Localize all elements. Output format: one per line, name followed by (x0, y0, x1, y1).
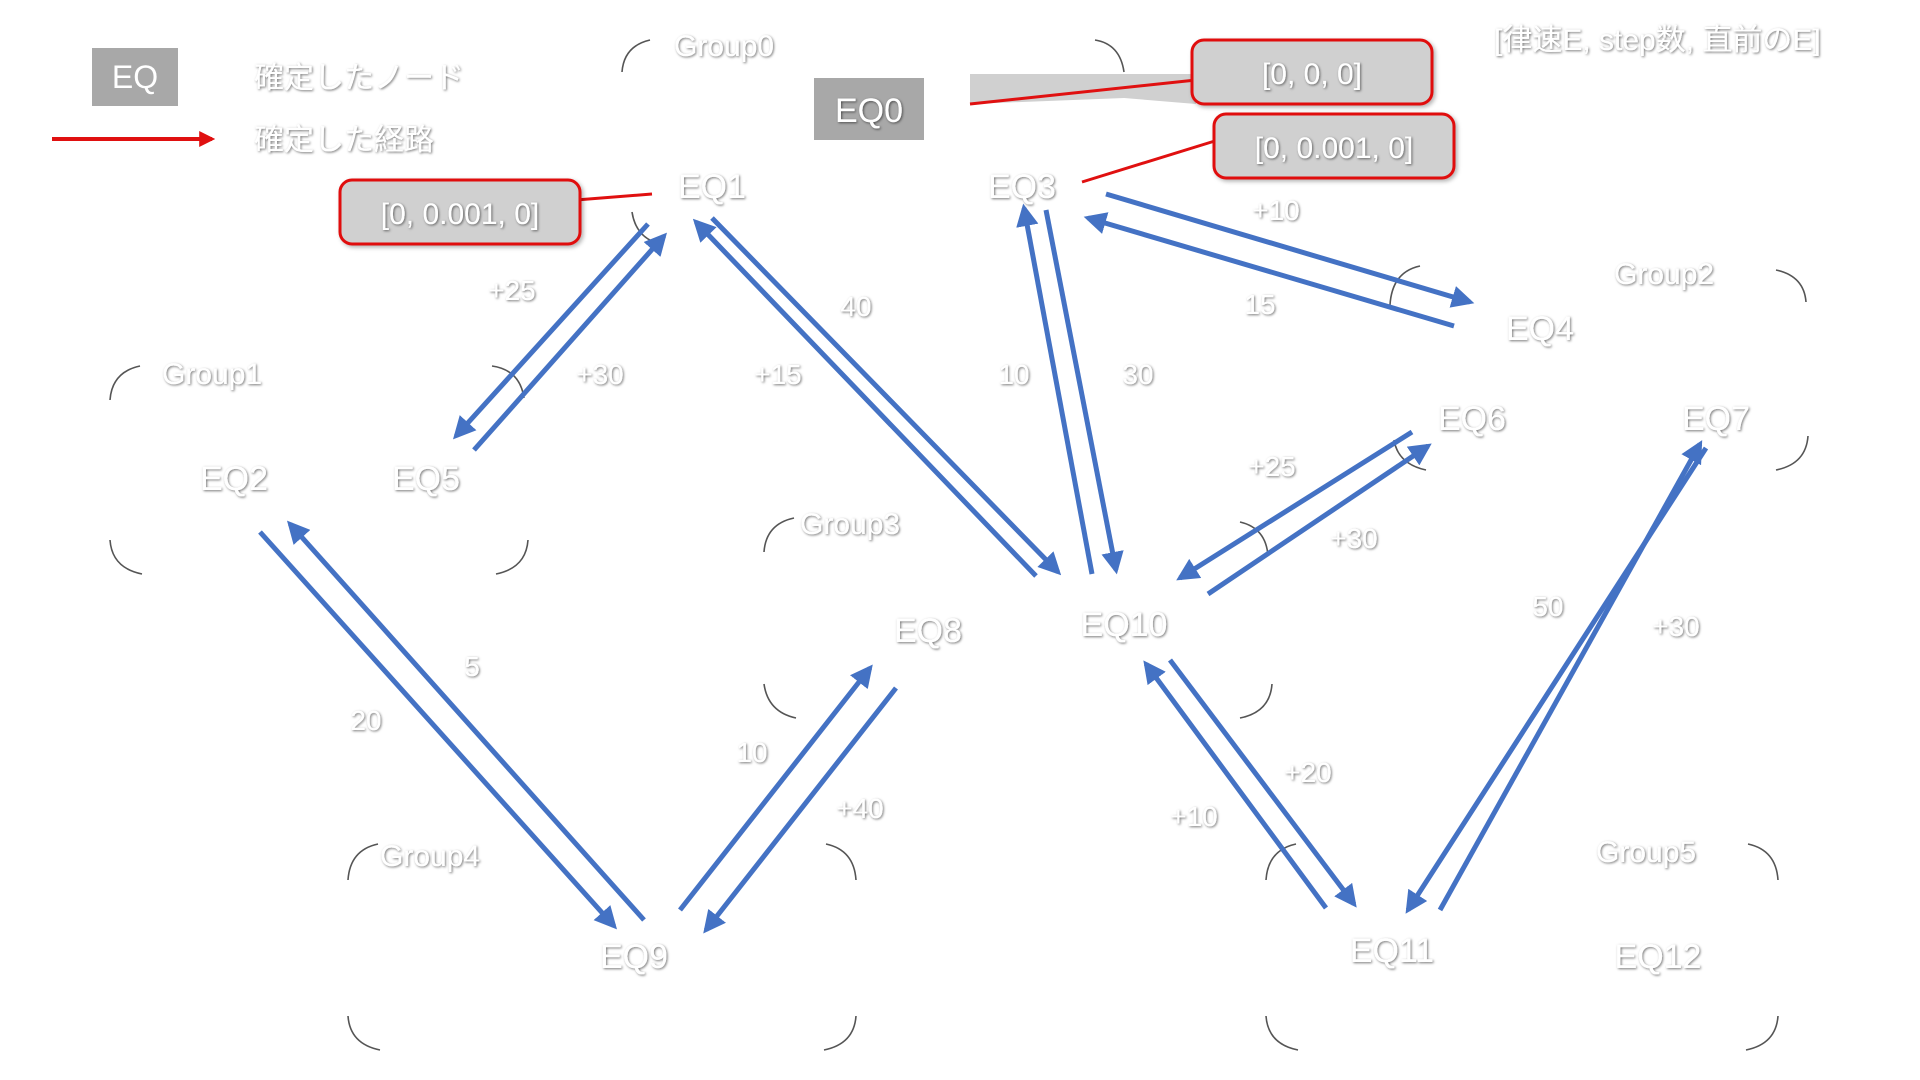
legend-node-text: 確定したノード (254, 62, 464, 95)
reaction-arrows (258, 191, 1709, 934)
group4-bracket-tr (825, 843, 857, 881)
callout-eq1: [0, 0.001, 0] (338, 178, 653, 246)
arrow-eq1-to-eq10 (710, 216, 1062, 576)
callout-eq3-leader (1081, 138, 1219, 184)
legend-node-swatch (92, 48, 178, 106)
eq0-confirmed-box (814, 78, 924, 140)
node-eq0: EQ0 (835, 92, 903, 130)
group5-bracket-bl (1265, 1015, 1299, 1051)
group3-bracket-bl (763, 683, 797, 719)
node-eq8: EQ8 (894, 612, 962, 650)
edge-label-eq3-eq10: 30 (1122, 359, 1153, 390)
arrow-eq3-to-eq4 (1105, 191, 1475, 308)
node-eq12: EQ12 (1615, 938, 1702, 976)
edge-label-eq10-eq11: +20 (1284, 757, 1332, 788)
edge-label-eq1-eq10: 40 (840, 291, 871, 322)
group0-bracket-tr (1094, 39, 1125, 73)
callout-eq1-text: [0, 0.001, 0] (381, 198, 539, 231)
edge-label-eq2-eq9: 5 (464, 651, 480, 682)
arrow-eq7-to-eq11 (1405, 446, 1709, 914)
arrow-eq11-to-eq10 (1143, 660, 1329, 910)
edge-labels: +25 +30 40 +15 10 30 +10 15 +25 +30 5 20… (350, 195, 1699, 832)
callout-eq0-text: [0, 0, 0] (1262, 58, 1362, 91)
header-legend-format: [律速E, step数, 直前のE] (1494, 24, 1821, 57)
group0-bracket-tl (621, 39, 651, 73)
group3-bracket-tl (763, 517, 795, 553)
arrow-eq10-to-eq6 (1206, 443, 1432, 597)
group0-label: Group0 (674, 30, 774, 63)
callout-eq0-box (1190, 38, 1434, 106)
node-labels: EQ0 EQ1 EQ2 EQ3 EQ4 EQ5 EQ6 EQ7 EQ8 EQ9 … (200, 92, 1750, 976)
callout-eq0: [0, 0, 0] (969, 38, 1434, 106)
node-eq9: EQ9 (600, 938, 668, 976)
arrow-eq5-to-eq1 (472, 232, 667, 452)
node-eq5: EQ5 (392, 460, 460, 498)
group1-bracket-bl (109, 539, 143, 575)
legend: EQ 確定したノード 確定した経路 (52, 48, 464, 157)
group-brackets (109, 39, 1809, 1051)
group4-bracket-br (823, 1015, 857, 1051)
edge-label-eq10-eq1: +15 (754, 359, 802, 390)
node-eq3: EQ3 (988, 168, 1056, 206)
edge-label-eq4-eq3: 15 (1244, 289, 1275, 320)
callout-eq3: [0, 0.001, 0] (1081, 112, 1456, 184)
arrow-eq4-to-eq3 (1083, 212, 1455, 329)
edge-label-eq1-eq5: +25 (488, 275, 536, 306)
group1-bracket-tl (109, 365, 141, 401)
group5-bracket-tr (1747, 843, 1779, 881)
group5-label: Group5 (1596, 836, 1696, 869)
edge-label-eq9-eq2: 20 (350, 705, 381, 736)
group3-bracket-br (1239, 683, 1273, 719)
group4-bracket-tl (347, 843, 379, 881)
edge-label-eq8-eq9: +40 (836, 793, 884, 824)
edge-label-eq11-eq7: 50 (1532, 591, 1563, 622)
node-eq4: EQ4 (1506, 310, 1574, 348)
edge-label-eq10-eq3: 10 (998, 359, 1029, 390)
arrow-eq8-to-eq9 (703, 686, 898, 934)
edge-label-eq5-eq1: +30 (576, 359, 624, 390)
arrow-eq10-to-eq1 (692, 218, 1038, 578)
group3-label: Group3 (800, 508, 900, 541)
group5-bracket-tl (1265, 843, 1297, 881)
node-eq1: EQ1 (678, 168, 746, 206)
group2-bracket-br (1775, 435, 1809, 471)
arrow-eq9-to-eq2 (287, 520, 646, 922)
node-eq10: EQ10 (1081, 606, 1168, 644)
arrow-eq6-to-eq10 (1176, 429, 1414, 581)
group4-bracket-bl (347, 1015, 381, 1051)
arrow-eq1-to-eq5 (452, 222, 650, 440)
group1-bracket-br (495, 539, 529, 575)
edge-label-eq9-eq8: 10 (736, 737, 767, 768)
legend-path-text: 確定した経路 (254, 124, 434, 157)
arrow-eq2-to-eq9 (258, 530, 618, 930)
edge-label-eq11-eq10: +10 (1170, 801, 1218, 832)
group2-label: Group2 (1614, 258, 1714, 291)
group4-label: Group4 (380, 840, 480, 873)
edge-label-eq7-eq11: +30 (1652, 611, 1700, 642)
callout-eq1-box (338, 178, 582, 246)
arrow-eq10-to-eq11 (1168, 658, 1357, 908)
callout-eq3-text: [0, 0.001, 0] (1255, 132, 1413, 165)
callout-eq3-box (1212, 112, 1456, 180)
node-eq2: EQ2 (200, 460, 268, 498)
node-eq7: EQ7 (1682, 400, 1750, 438)
edge-label-eq3-eq4: +10 (1252, 195, 1300, 226)
edge-label-eq10-eq6: +25 (1248, 451, 1296, 482)
arrow-eq9-to-eq8 (678, 664, 873, 912)
group2-bracket-tr (1775, 269, 1807, 303)
callout-eq0-leader (969, 78, 1197, 106)
edge-label-eq6-eq10: +30 (1330, 523, 1378, 554)
group1-label: Group1 (162, 358, 262, 391)
arrow-eq3-to-eq10 (1043, 209, 1124, 575)
group-labels: Group0 Group1 Group2 Group3 Group4 Group… (162, 30, 1714, 873)
node-eq6: EQ6 (1438, 400, 1506, 438)
group5-bracket-br (1745, 1015, 1779, 1051)
legend-node-swatch-label: EQ (112, 59, 158, 95)
arrow-eq10-to-eq3 (1016, 203, 1095, 575)
node-eq11: EQ11 (1350, 932, 1434, 970)
callout-eq1-leader (575, 192, 653, 202)
